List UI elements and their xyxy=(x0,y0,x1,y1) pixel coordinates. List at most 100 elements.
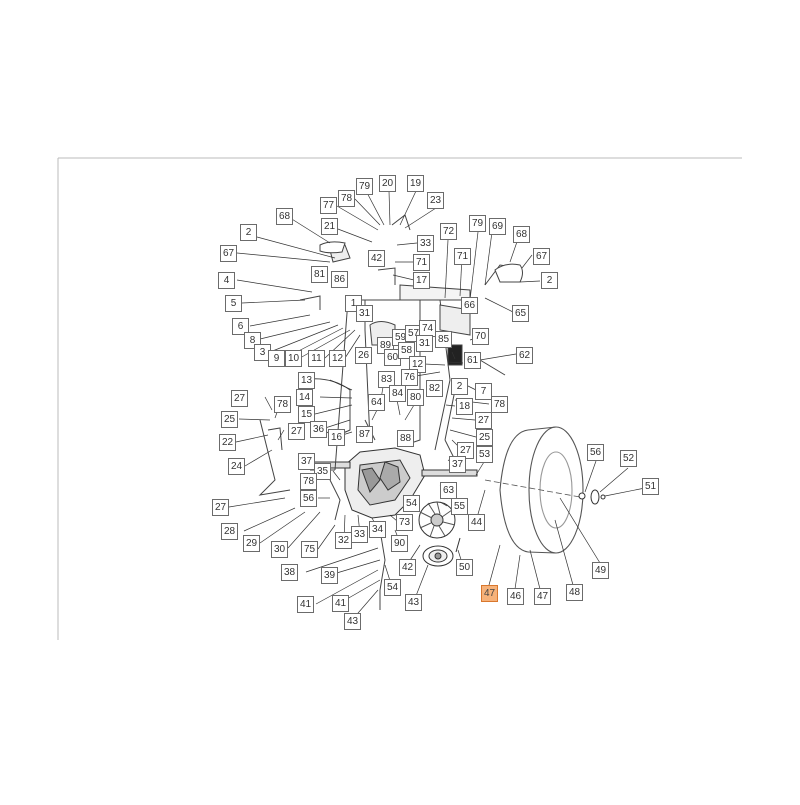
callout-2b[interactable]: 2 xyxy=(541,272,558,289)
callout-56b[interactable]: 54 xyxy=(384,579,401,596)
callout-37b[interactable]: 37 xyxy=(298,453,315,470)
callout-25b[interactable]: 25 xyxy=(221,411,238,428)
callout-63[interactable]: 61 xyxy=(464,352,481,369)
callout-26[interactable]: 26 xyxy=(355,347,372,364)
callout-23[interactable]: 23 xyxy=(427,192,444,209)
callout-35[interactable]: 35 xyxy=(314,463,331,480)
callout-2[interactable]: 2 xyxy=(240,224,257,241)
callout-80c[interactable]: 78 xyxy=(274,396,291,413)
callout-49[interactable]: 47 xyxy=(534,588,551,605)
callout-56a[interactable]: 54 xyxy=(403,495,420,512)
callout-10[interactable]: 10 xyxy=(285,350,302,367)
callout-60[interactable]: 58 xyxy=(398,342,415,359)
callout-75[interactable]: 73 xyxy=(396,514,413,531)
callout-87[interactable]: 85 xyxy=(435,331,452,348)
callout-64[interactable]: 62 xyxy=(516,347,533,364)
callout-81b[interactable]: 79 xyxy=(469,215,486,232)
callout-58a[interactable]: 56 xyxy=(300,490,317,507)
callout-55[interactable]: 53 xyxy=(476,446,493,463)
callout-74[interactable]: 72 xyxy=(440,223,457,240)
callout-52[interactable]: 50 xyxy=(456,559,473,576)
callout-31b[interactable]: 31 xyxy=(416,335,433,352)
callout-9[interactable]: 9 xyxy=(268,350,285,367)
callout-89[interactable]: 87 xyxy=(356,426,373,443)
callout-5[interactable]: 5 xyxy=(225,295,242,312)
callout-50[interactable]: 48 xyxy=(566,584,583,601)
callout-27a[interactable]: 27 xyxy=(475,412,492,429)
callout-79[interactable]: 77 xyxy=(320,197,337,214)
callout-2c[interactable]: 2 xyxy=(451,378,468,395)
callout-83[interactable]: 81 xyxy=(311,266,328,283)
callout-81a[interactable]: 79 xyxy=(356,178,373,195)
callout-57[interactable]: 55 xyxy=(451,498,468,515)
callout-65[interactable]: 63 xyxy=(440,482,457,499)
callout-80d[interactable]: 78 xyxy=(300,473,317,490)
callout-31a[interactable]: 31 xyxy=(356,305,373,322)
callout-70b[interactable]: 68 xyxy=(513,226,530,243)
callout-46[interactable]: 44 xyxy=(468,514,485,531)
callout-92[interactable]: 90 xyxy=(391,535,408,552)
callout-6[interactable]: 6 xyxy=(232,318,249,335)
callout-12c[interactable]: 12 xyxy=(409,356,426,373)
callout-20[interactable]: 20 xyxy=(379,175,396,192)
callout-11[interactable]: 11 xyxy=(308,350,325,367)
callout-4[interactable]: 4 xyxy=(218,272,235,289)
callout-27e[interactable]: 27 xyxy=(212,499,229,516)
callout-54[interactable]: 52 xyxy=(620,450,637,467)
callout-68[interactable]: 66 xyxy=(461,297,478,314)
callout-53[interactable]: 51 xyxy=(642,478,659,495)
callout-12a[interactable]: 12 xyxy=(329,350,346,367)
callout-19[interactable]: 19 xyxy=(407,175,424,192)
callout-51[interactable]: 49 xyxy=(592,562,609,579)
callout-40[interactable]: 41 xyxy=(297,596,314,613)
callout-80a[interactable]: 78 xyxy=(338,190,355,207)
callout-69[interactable]: 67 xyxy=(220,245,237,262)
callout-27d[interactable]: 27 xyxy=(288,423,305,440)
callout-21[interactable]: 21 xyxy=(321,218,338,235)
callout-41[interactable]: 41 xyxy=(332,595,349,612)
callout-14[interactable]: 14 xyxy=(296,389,313,406)
callout-85[interactable]: 83 xyxy=(378,371,395,388)
callout-33a[interactable]: 33 xyxy=(417,235,434,252)
callout-84[interactable]: 82 xyxy=(426,380,443,397)
callout-29[interactable]: 29 xyxy=(243,535,260,552)
callout-76[interactable]: 74 xyxy=(419,320,436,337)
callout-86[interactable]: 84 xyxy=(389,385,406,402)
callout-88[interactable]: 86 xyxy=(331,271,348,288)
callout-44[interactable]: 42 xyxy=(399,559,416,576)
callout-73b[interactable]: 71 xyxy=(454,248,471,265)
callout-18[interactable]: 18 xyxy=(456,398,473,415)
callout-24[interactable]: 24 xyxy=(228,458,245,475)
callout-33b[interactable]: 33 xyxy=(351,526,368,543)
callout-45[interactable]: 43 xyxy=(405,594,422,611)
callout-38[interactable]: 38 xyxy=(281,564,298,581)
callout-71[interactable]: 69 xyxy=(489,218,506,235)
callout-48[interactable]: 46 xyxy=(507,588,524,605)
callout-32[interactable]: 32 xyxy=(335,532,352,549)
callout-37a[interactable]: 37 xyxy=(449,456,466,473)
callout-70[interactable]: 68 xyxy=(276,208,293,225)
callout-13[interactable]: 13 xyxy=(298,372,315,389)
callout-43[interactable]: 43 xyxy=(344,613,361,630)
callout-73a[interactable]: 71 xyxy=(413,254,430,271)
callout-25a[interactable]: 25 xyxy=(476,429,493,446)
callout-27c[interactable]: 27 xyxy=(231,390,248,407)
callout-7[interactable]: 7 xyxy=(475,383,492,400)
callout-39[interactable]: 39 xyxy=(321,567,338,584)
callout-15[interactable]: 15 xyxy=(298,406,315,423)
callout-34[interactable]: 34 xyxy=(369,521,386,538)
callout-47-selected[interactable]: 47 xyxy=(481,585,498,602)
callout-17[interactable]: 17 xyxy=(413,272,430,289)
callout-42[interactable]: 42 xyxy=(368,250,385,267)
callout-58b[interactable]: 56 xyxy=(587,444,604,461)
callout-22[interactable]: 22 xyxy=(219,434,236,451)
callout-78[interactable]: 76 xyxy=(401,369,418,386)
callout-80b[interactable]: 78 xyxy=(491,396,508,413)
callout-82[interactable]: 80 xyxy=(407,389,424,406)
callout-30[interactable]: 30 xyxy=(271,541,288,558)
callout-72[interactable]: 70 xyxy=(472,328,489,345)
callout-16[interactable]: 16 xyxy=(328,429,345,446)
callout-28[interactable]: 28 xyxy=(221,523,238,540)
callout-69b[interactable]: 67 xyxy=(533,248,550,265)
callout-90[interactable]: 88 xyxy=(397,430,414,447)
